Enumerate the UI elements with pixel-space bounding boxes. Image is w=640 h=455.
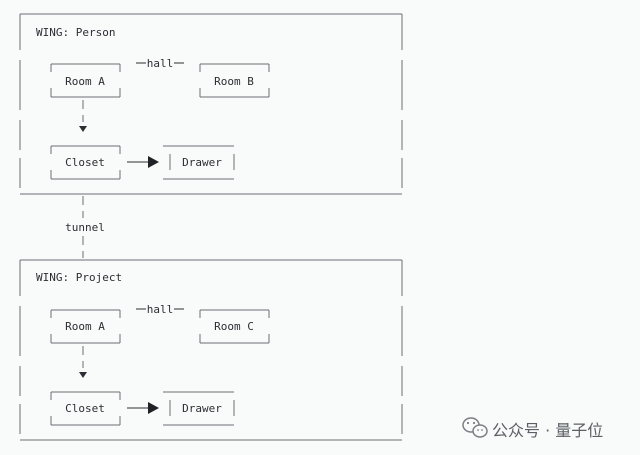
wing-person-down-arrowhead — [79, 126, 87, 132]
wing-person-closet-label: Closet — [65, 156, 105, 169]
tunnel-connector: tunnel — [65, 196, 105, 258]
wechat-icon — [462, 417, 488, 438]
wing-project-frame — [19, 259, 403, 441]
wing-person-closet-box — [50, 145, 121, 180]
wing-project: WING: Project Room A hall Room C Closet … — [19, 259, 403, 441]
wing-project-closet-box — [50, 391, 121, 426]
wing-project-room-c-box — [199, 309, 270, 344]
wing-project-room-c-label: Room C — [214, 320, 254, 333]
wing-person-room-a-label: Room A — [65, 75, 105, 88]
wing-project-room-a-label: Room A — [65, 320, 105, 333]
wing-project-room-a-box — [50, 309, 121, 344]
wing-person-right-arrowhead — [148, 156, 159, 168]
wing-project-hall-label: hall — [147, 303, 174, 316]
wing-project-right-arrowhead — [148, 402, 159, 414]
wing-person: WING: Person Room A hall Room B Closet D… — [19, 13, 403, 195]
wing-person-room-b-box — [199, 63, 270, 98]
wing-person-drawer-label: Drawer — [182, 156, 222, 169]
wing-person-title: WING: Person — [36, 26, 115, 39]
wing-person-frame — [19, 13, 403, 195]
wing-project-down-arrowhead — [79, 372, 87, 378]
tunnel-label: tunnel — [65, 221, 105, 234]
watermark-account-name: 公众号 · 量子位 — [492, 421, 603, 440]
wing-project-closet-label: Closet — [65, 402, 105, 415]
wing-person-room-b-label: Room B — [214, 75, 254, 88]
watermark: 公众号 · 量子位 — [462, 417, 603, 440]
wing-person-drawer-box — [163, 145, 235, 180]
wing-project-drawer-box — [163, 391, 235, 426]
wing-project-title: WING: Project — [36, 271, 122, 284]
wing-project-drawer-label: Drawer — [182, 402, 222, 415]
wing-person-room-a-box — [50, 63, 121, 98]
wing-person-hall-label: hall — [147, 57, 174, 70]
